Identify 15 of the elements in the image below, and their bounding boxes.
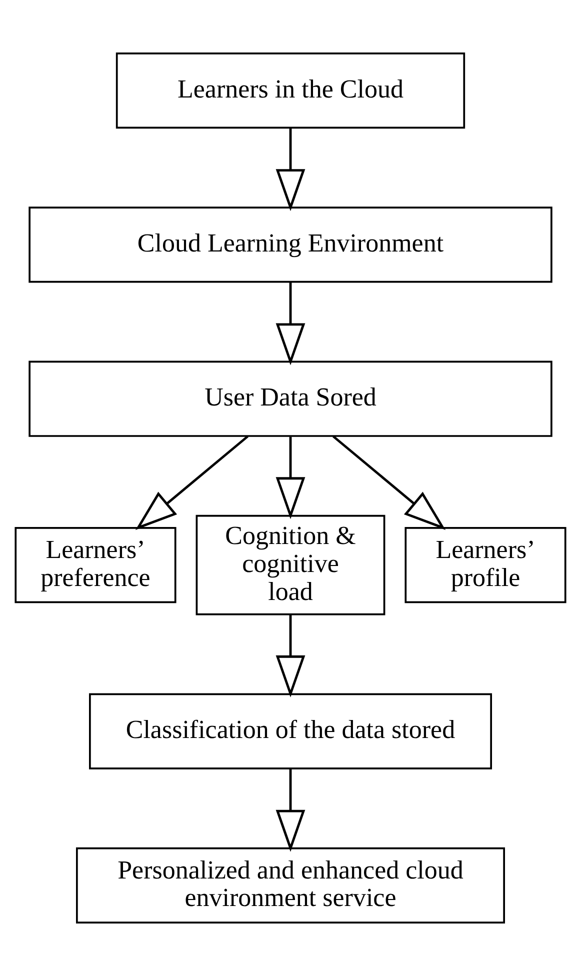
arrow xyxy=(135,435,248,530)
node-box: Cloud Learning Environment xyxy=(28,206,552,283)
arrow xyxy=(332,435,446,530)
node-box: User Data Sored xyxy=(28,360,552,437)
arrow xyxy=(276,768,306,852)
node-box: Learners in the Cloud xyxy=(116,52,466,129)
node-box: Personalized and enhanced cloud environment service xyxy=(76,847,505,924)
arrow xyxy=(276,614,306,698)
node-box: Learners’ profile xyxy=(404,527,566,604)
arrow xyxy=(276,128,306,212)
arrow xyxy=(276,436,306,520)
node-box: Learners’ preference xyxy=(14,527,176,604)
node-box: Classification of the data stored xyxy=(89,693,492,770)
arrow xyxy=(276,282,306,366)
node-box: Cognition & cognitive load xyxy=(196,514,386,616)
